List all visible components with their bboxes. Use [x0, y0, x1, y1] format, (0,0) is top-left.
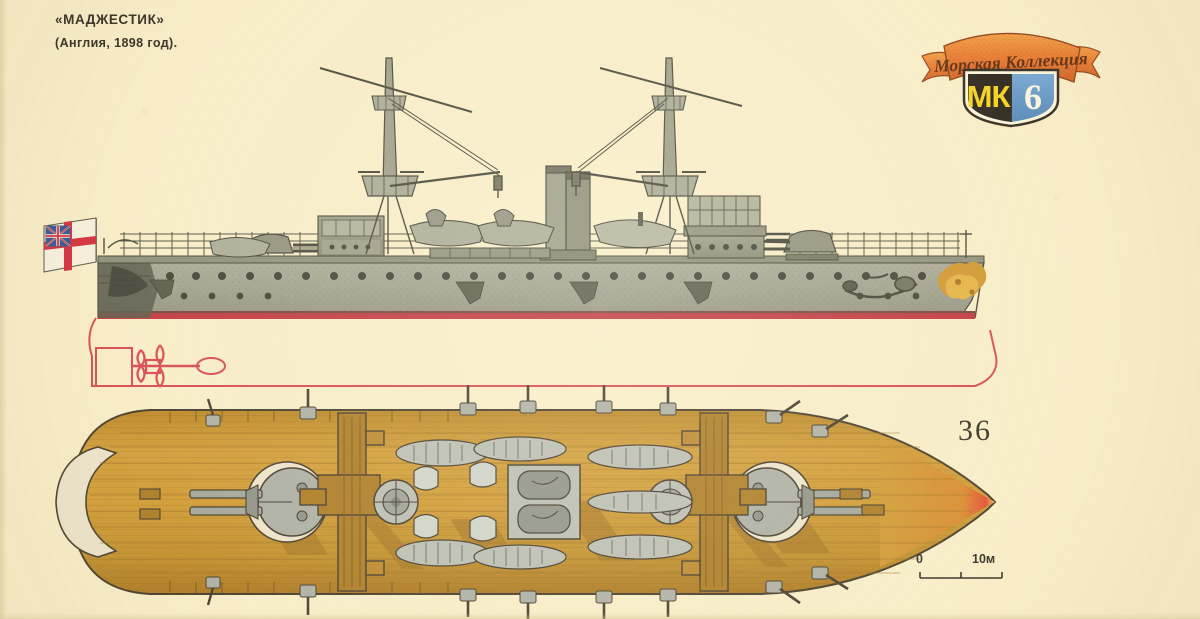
page-edge-left-shading	[0, 0, 7, 619]
underwater-hull-outline	[88, 317, 998, 388]
side-profile-view	[43, 57, 998, 388]
plan-secondary-guns-bottom	[205, 566, 849, 619]
caption-block: «МАДЖЕСТИК» (Англия, 1898 год).	[55, 12, 177, 50]
shield-left-half	[968, 74, 1011, 122]
aft-mast	[319, 57, 503, 255]
deck-boats	[209, 209, 677, 258]
stern-boat-crane	[103, 238, 139, 254]
plan-secondary-guns-top	[205, 385, 849, 438]
stern-section	[98, 262, 158, 318]
hull-side-fittings	[149, 279, 713, 305]
plan-forward-superstructure	[681, 412, 767, 592]
page-number: 36	[958, 414, 992, 447]
plan-deck-edge-hatching	[169, 411, 701, 593]
forward-bridge-structure	[683, 195, 790, 259]
shield-right-half	[1011, 74, 1054, 122]
shield-right-text: 6	[1024, 77, 1042, 117]
hull-body	[97, 261, 985, 319]
hull-gunports	[166, 272, 952, 300]
plan-aft-superstructure	[299, 412, 385, 592]
bow-jackstaff	[960, 230, 972, 258]
deck-plan-view	[0, 385, 1200, 619]
scale-bar-start-label: 0	[916, 552, 923, 566]
white-ensign-flag	[43, 217, 97, 273]
bow-anchor-and-chain	[842, 273, 918, 299]
plan-aft-turret	[189, 461, 328, 543]
aft-superstructure	[317, 215, 385, 257]
page-edge-bottom-shading	[0, 613, 1200, 619]
plan-funnel-uptakes	[507, 464, 581, 540]
magazine-logo: Морская Коллекция МК 6	[918, 8, 1104, 128]
plan-deck-fittings	[139, 488, 885, 520]
scale-bar-end-label: 10м	[972, 552, 996, 566]
ship-origin-year-label: (Англия, 1898 год).	[55, 36, 178, 50]
forward-main-turret	[751, 229, 839, 261]
ship-name-label: «МАДЖЕСТИК»	[55, 12, 165, 27]
shield-left-text: МК	[967, 79, 1011, 114]
aft-deckhouse	[429, 247, 551, 259]
scale-bar: 0 10м	[912, 552, 1022, 588]
plan-deck-boats	[395, 436, 693, 570]
bow-ornament	[937, 261, 987, 300]
funnels	[539, 165, 597, 261]
